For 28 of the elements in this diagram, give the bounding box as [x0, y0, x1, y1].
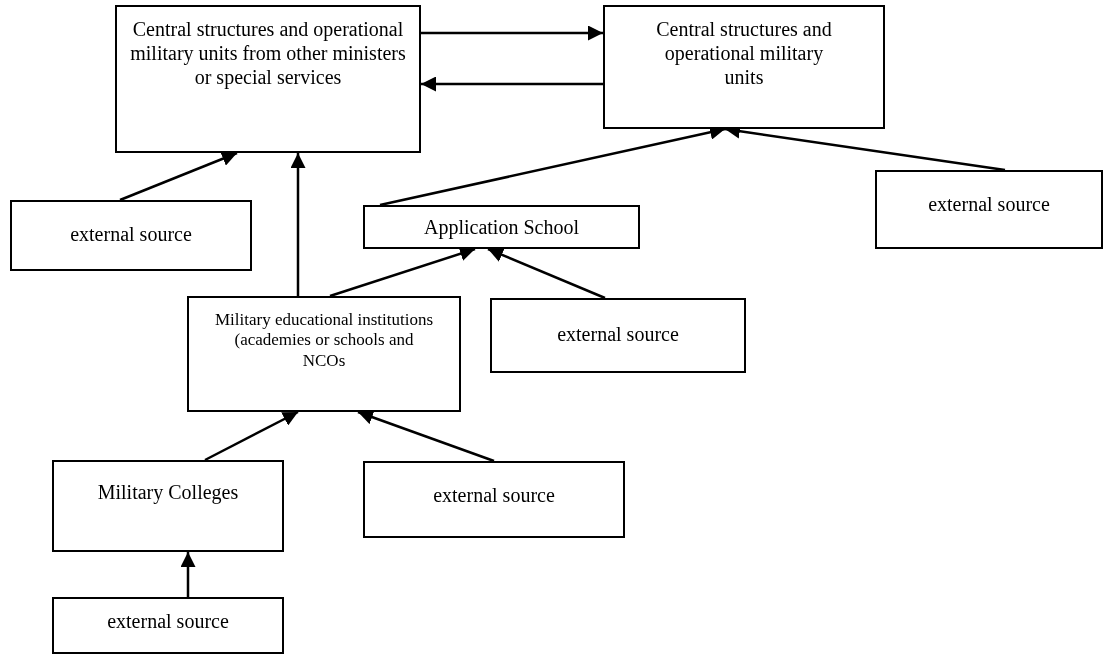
process-box — [115, 5, 421, 153]
arrow — [421, 76, 603, 92]
box-label: Military educational institutions (academies or schools and NCOs — [214, 310, 434, 372]
arrow — [204, 410, 299, 462]
process-box — [490, 298, 746, 373]
box-label: external source — [432, 483, 556, 507]
arrow — [357, 410, 495, 463]
process-box — [52, 597, 284, 654]
arrow — [290, 153, 306, 296]
process-box — [52, 460, 284, 552]
box-label: external source — [927, 192, 1051, 216]
process-box — [363, 205, 640, 249]
box-label: external source — [556, 322, 680, 346]
process-box — [10, 200, 252, 271]
process-box — [187, 296, 461, 412]
process-box — [363, 461, 625, 538]
box-label: Central structures and operational military units — [655, 17, 833, 89]
box-label: external source — [69, 222, 193, 246]
arrow — [180, 552, 196, 597]
box-label: Application School — [423, 215, 580, 239]
arrow — [487, 247, 606, 300]
arrow — [421, 25, 603, 41]
arrow — [119, 151, 238, 202]
process-box — [603, 5, 885, 129]
box-label: external source — [106, 609, 230, 633]
process-box — [875, 170, 1103, 249]
box-label: Military Colleges — [96, 480, 240, 504]
box-label: Central structures and operational military units from other ministers or special services — [129, 17, 407, 89]
